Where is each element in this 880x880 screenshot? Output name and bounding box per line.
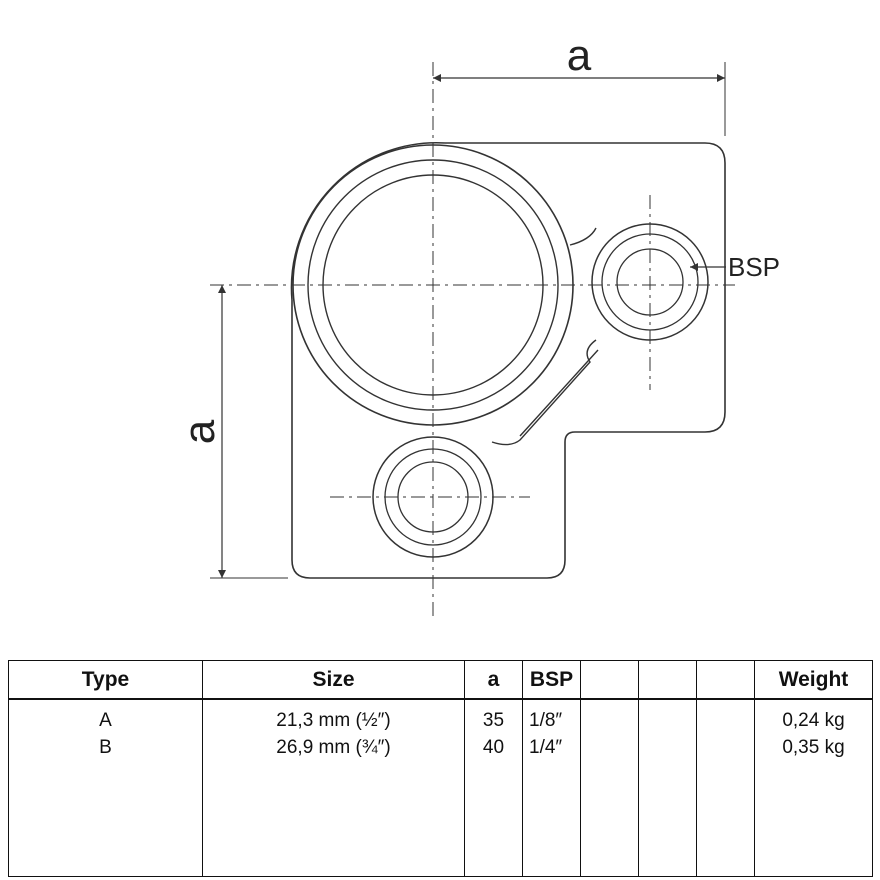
a-value: 40 [482, 737, 505, 758]
type-column: A B [8, 699, 203, 877]
fitting-technical-drawing: a a BSP [175, 31, 780, 620]
centre-lines [210, 62, 735, 620]
weight-column: 0,24 kg 0,35 kg [754, 699, 873, 877]
header-a: a [464, 660, 523, 700]
table-header-row: Type Size a BSP Weight [8, 660, 873, 700]
empty-column-3 [696, 699, 755, 877]
header-type: Type [8, 660, 203, 700]
size-column: 21,3 mm (½″) 26,9 mm (¾″) [202, 699, 465, 877]
top-dimension-label: a [567, 31, 592, 80]
type-value: B [99, 737, 112, 758]
header-empty-2 [638, 660, 697, 700]
bsp-value: 1/8″ [529, 710, 563, 731]
header-size: Size [202, 660, 465, 700]
type-value: A [99, 710, 112, 731]
empty-column-2 [638, 699, 697, 877]
empty-column-1 [580, 699, 639, 877]
header-weight: Weight [754, 660, 873, 700]
bsp-value: 1/4″ [529, 737, 563, 758]
a-value: 35 [482, 710, 505, 731]
extension-lines [210, 62, 726, 579]
a-column: 35 40 [464, 699, 523, 877]
bsp-label: BSP [728, 252, 780, 282]
weight-value: 0,24 kg [782, 710, 845, 731]
fitting-outline [290, 141, 726, 579]
connecting-web [491, 227, 599, 446]
header-empty-3 [696, 660, 755, 700]
left-dimension-label: a [175, 419, 224, 444]
size-value: 26,9 mm (¾″) [276, 737, 391, 758]
header-empty-1 [580, 660, 639, 700]
specification-table: Type Size a BSP Weight A B 21,3 mm (½″) … [8, 660, 873, 877]
table-body-row: A B 21,3 mm (½″) 26,9 mm (¾″) 35 40 1/8″… [8, 699, 873, 877]
size-value: 21,3 mm (½″) [276, 710, 391, 731]
main-socket-inner [307, 159, 559, 411]
header-bsp: BSP [522, 660, 581, 700]
weight-value: 0,35 kg [782, 737, 845, 758]
bsp-column: 1/8″ 1/4″ [522, 699, 581, 877]
